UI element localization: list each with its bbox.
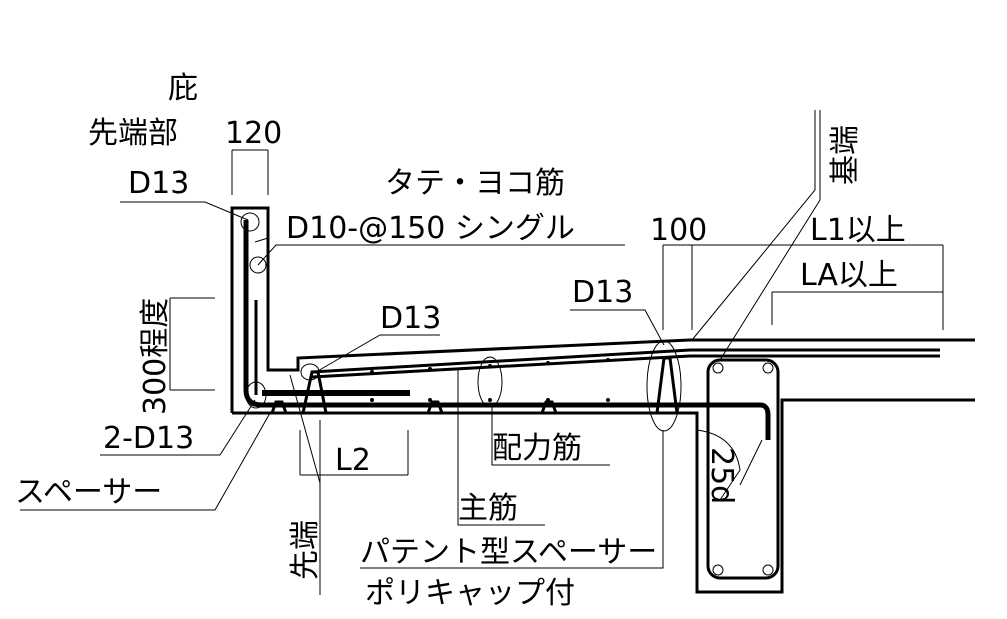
tip-part-label: 先端部 [88, 116, 178, 151]
two-d13-label: 2-D13 [103, 421, 194, 456]
distribution-bar-label: 配力筋 [492, 431, 582, 466]
poly-cap-label: ポリキャップ付 [365, 576, 575, 611]
tate-yoko-label: タテ・ヨコ筋 [385, 166, 565, 201]
d13-right-label: D13 [572, 275, 633, 310]
patent-spacer-label: パテント型スペーサー [360, 535, 657, 570]
d13-mid-label: D13 [380, 301, 441, 336]
tip-label: 先端 [288, 520, 323, 580]
d10-label: D10-@150 シングル [286, 211, 575, 246]
base-end-label: 基端 [828, 125, 863, 185]
approx-300-label: 300程度 [138, 298, 173, 415]
spacer-label: スペーサー [15, 475, 162, 510]
dim-120-label: 120 [225, 116, 282, 151]
rebar [243, 220, 940, 580]
l1-label: L1以上 [810, 213, 906, 248]
l2-label: L2 [335, 443, 371, 478]
leader-lines [20, 110, 944, 595]
concrete-outline [230, 206, 975, 594]
anchor-25d-label: 25d [704, 447, 739, 504]
title-label: 庇 [168, 71, 198, 106]
dim-100-label: 100 [650, 213, 707, 248]
spacers [240, 212, 682, 432]
la-label: LA以上 [800, 258, 898, 293]
d13-top-label: D13 [128, 166, 189, 201]
main-bar-label: 主筋 [458, 491, 518, 526]
